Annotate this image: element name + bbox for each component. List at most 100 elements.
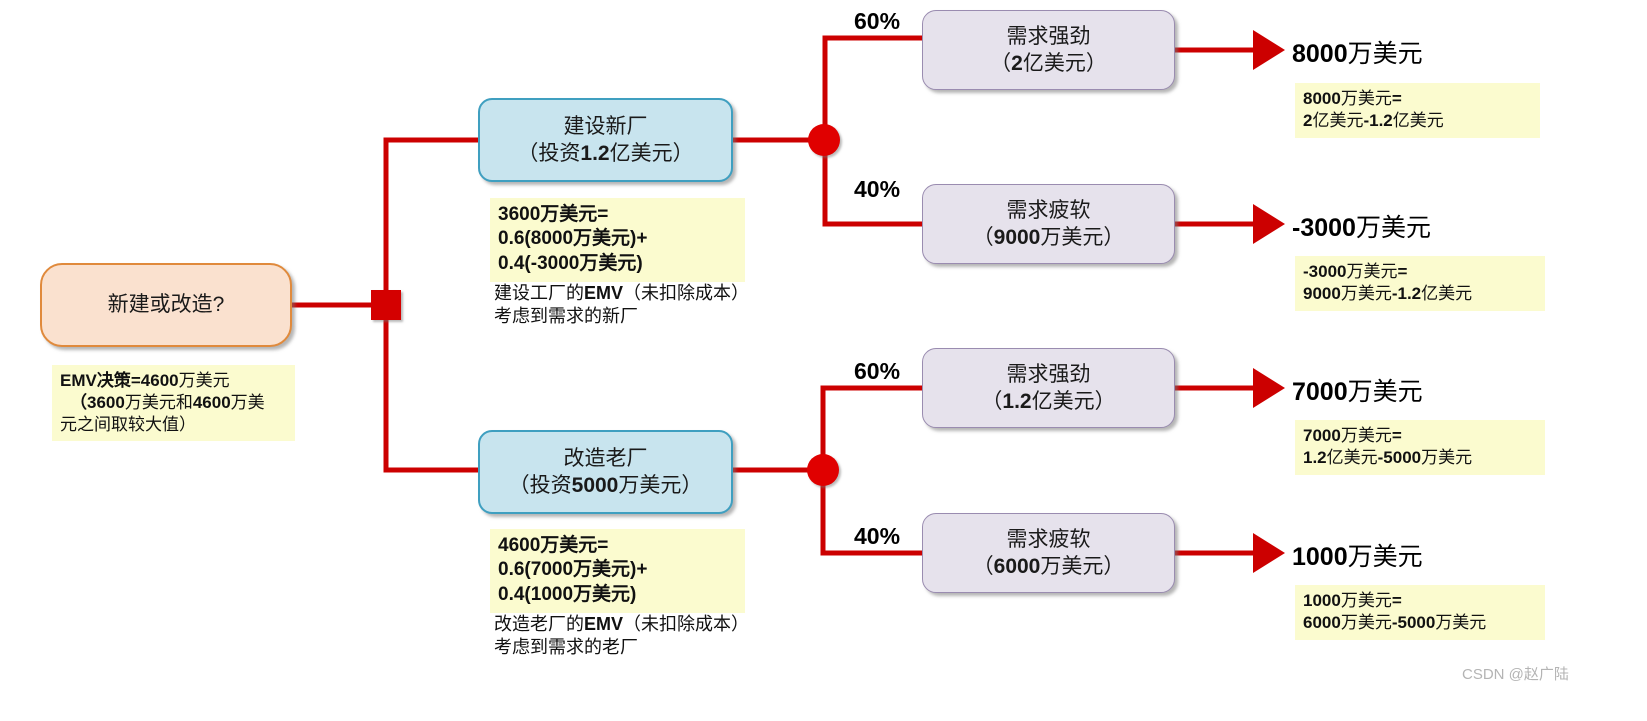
upgrade-plant-investment: （投资5000万美元） — [509, 472, 703, 499]
strong-1-value: （2亿美元） — [990, 50, 1107, 77]
upgrade-calc-line-2: 0.6(7000万美元)+ — [498, 558, 737, 582]
chance-node-upgrade-plant[interactable] — [807, 454, 839, 486]
new-plant-caption: 建设工厂的EMV（未扣除成本） 考虑到需求的新厂 — [494, 282, 749, 329]
npc-l3b: -3000 — [530, 252, 580, 274]
pn3-line-2: 1.2亿美元-5000万美元 — [1303, 447, 1537, 469]
p1-b: 万美元 — [1347, 40, 1423, 68]
root-emv-note: EMV决策=4600万美元 （3600万美元和4600万美 元之间取较大值） — [52, 365, 295, 442]
upc-l3d: ) — [630, 583, 637, 605]
outcome-node-weak-1[interactable]: 需求疲软 （9000万美元） — [922, 184, 1175, 264]
probability-label-strong-1: 60% — [854, 8, 901, 34]
npc-l2b: 8000 — [530, 228, 574, 250]
npc-l2c: 万美元 — [573, 228, 631, 250]
pn2-line-2: 9000万美元-1.2亿美元 — [1303, 283, 1537, 305]
pn2-l2a: 9000 — [1303, 283, 1341, 303]
p4-a: 1000 — [1292, 543, 1348, 571]
outcome-node-weak-2[interactable]: 需求疲软 （6000万美元） — [922, 513, 1175, 593]
root-decision-node[interactable]: 新建或改造? — [40, 263, 292, 347]
npcap-l1b: EMV — [584, 283, 624, 303]
npc-l3c: 万美元 — [579, 252, 637, 274]
upc-l3c: 万美元 — [573, 583, 631, 605]
npcap-l1a: 建设工厂的 — [494, 283, 584, 303]
pn1-l1c: = — [1391, 89, 1402, 108]
choice-node-upgrade-plant[interactable]: 改造老厂 （投资5000万美元） — [478, 430, 733, 514]
pn2-l1c: = — [1397, 262, 1408, 281]
root-note-l2c: 万美元和 — [124, 392, 193, 412]
root-note-l1c: 万美元 — [178, 371, 230, 390]
upc-l2d: )+ — [630, 559, 648, 581]
new-plant-calc-line-3: 0.4(-3000万美元) — [498, 252, 737, 276]
new-plant-caption-line-2: 考虑到需求的新厂 — [494, 306, 638, 327]
s1-a: （ — [990, 52, 1012, 75]
chance-node-new-plant[interactable] — [808, 124, 840, 156]
root-note-l1b: 4600 — [140, 371, 179, 390]
root-note-l2b: 3600 — [87, 392, 125, 412]
strong-2-title: 需求强劲 — [1006, 362, 1091, 386]
pn4-l2b: 万美元 — [1340, 612, 1392, 632]
upgrade-plant-caption: 改造老厂的EMV（未扣除成本） 考虑到需求的老厂 — [494, 613, 749, 660]
pn3-l2c: -5000 — [1377, 447, 1422, 467]
pn4-l2d: 万美元 — [1435, 612, 1487, 632]
upgrade-plant-title: 改造老厂 — [563, 446, 648, 470]
arrowhead-payoff-4 — [1253, 533, 1285, 573]
up-inv-c: 万美元） — [618, 474, 703, 497]
p1-a: 8000 — [1292, 40, 1348, 68]
pn1-l2b: 亿美元 — [1312, 110, 1364, 130]
payoff-value-strong-1: 8000万美元 — [1292, 34, 1423, 70]
upc-l3a: 0.4( — [498, 583, 531, 605]
payoff-value-weak-1: -3000万美元 — [1292, 208, 1431, 244]
w1-c: 万美元） — [1040, 226, 1125, 249]
pn2-l2d: 亿美元 — [1421, 283, 1473, 303]
s1-b: 2 — [1011, 52, 1023, 75]
upc-l2c: 万美元 — [573, 559, 631, 581]
npcap-l1c: （未扣除成本） — [623, 283, 750, 303]
new-plant-investment: （投资1.2亿美元） — [517, 140, 693, 167]
upc-l2a: 0.6( — [498, 559, 531, 581]
npc-l3a: 0.4( — [498, 252, 531, 274]
pn4-l2c: -5000 — [1391, 612, 1436, 632]
root-note-l2a: （ — [70, 392, 87, 412]
upc-l1b: 万美元 — [540, 535, 598, 556]
pn4-l1c: = — [1391, 591, 1402, 610]
decision-square-node[interactable] — [371, 290, 401, 320]
npc-l3d: ) — [636, 252, 643, 274]
new-plant-caption-line-1: 建设工厂的EMV（未扣除成本） — [494, 282, 749, 305]
w2-c: 万美元） — [1040, 555, 1125, 578]
w2-a: （ — [972, 555, 994, 578]
pn1-l1b: 万美元 — [1340, 89, 1392, 108]
pn1-l2c: -1.2 — [1363, 110, 1393, 130]
npc-l1c: = — [597, 204, 609, 225]
npc-l2a: 0.6( — [498, 228, 531, 250]
pn1-l2d: 亿美元 — [1392, 110, 1444, 130]
root-label: 新建或改造? — [107, 293, 225, 317]
upgrade-calc-line-3: 0.4(1000万美元) — [498, 583, 737, 607]
new-plant-inv-b: 1.2 — [580, 142, 610, 165]
wire-decision-to-upgrade-plant — [383, 320, 478, 473]
probability-label-strong-2: 60% — [854, 358, 901, 384]
pn2-l2c: -1.2 — [1391, 283, 1422, 303]
pn3-l1a: 7000 — [1303, 426, 1341, 445]
outcome-node-strong-1[interactable]: 需求强劲 （2亿美元） — [922, 10, 1175, 90]
pn3-line-1: 7000万美元= — [1303, 425, 1537, 447]
wire-chance1-to-strong — [822, 35, 922, 127]
choice-node-new-plant[interactable]: 建设新厂 （投资1.2亿美元） — [478, 98, 733, 182]
pn4-line-2: 6000万美元-5000万美元 — [1303, 612, 1537, 634]
outcome-node-strong-2[interactable]: 需求强劲 （1.2亿美元） — [922, 348, 1175, 428]
pn2-l2b: 万美元 — [1340, 283, 1392, 303]
pn3-l1c: = — [1391, 426, 1402, 445]
p2-a: -3000 — [1292, 214, 1356, 242]
wire-chance2-to-weak — [820, 483, 922, 556]
upcap-l1a: 改造老厂的 — [494, 614, 584, 634]
payoff-note-weak-2: 1000万美元= 6000万美元-5000万美元 — [1295, 585, 1545, 640]
pn3-l1b: 万美元 — [1340, 426, 1392, 445]
arrowhead-payoff-2 — [1253, 204, 1285, 244]
npc-l2d: )+ — [630, 228, 648, 250]
upc-l2b: 7000 — [530, 559, 574, 581]
pn1-line-2: 2亿美元-1.2亿美元 — [1303, 110, 1532, 132]
w2-b: 6000 — [993, 555, 1041, 578]
upgrade-caption-line-1: 改造老厂的EMV（未扣除成本） — [494, 613, 749, 636]
pn1-l1a: 8000 — [1303, 89, 1341, 108]
new-plant-calc-line-1: 3600万美元= — [498, 203, 737, 227]
pn2-l1a: -3000 — [1303, 262, 1347, 281]
